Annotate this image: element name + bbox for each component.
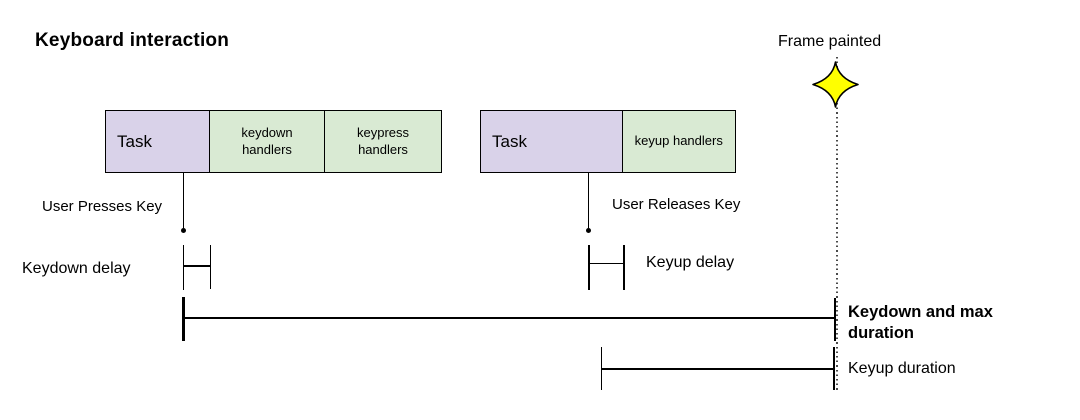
keydown-handlers-segment: keydown handlers — [208, 110, 326, 173]
keyup-delay-left-tick — [588, 245, 590, 290]
task-segment: Task — [105, 110, 210, 173]
keydown-event-arrow-line — [182, 172, 184, 228]
user-releases-key-label: User Releases Key — [612, 196, 741, 213]
keyup-delay-label: Keyup delay — [646, 254, 735, 271]
keyup-delay-right-tick — [623, 245, 625, 290]
keyup-task-bar: Task keyup handlers — [480, 110, 736, 173]
four-point-star-icon — [812, 61, 859, 108]
keyup-duration-span-line — [601, 368, 834, 370]
keydown-and-max-duration-label: Keydown and max duration — [848, 303, 993, 342]
keydown-event-arrow-dot — [180, 228, 186, 233]
frame-painted-label: Frame painted — [778, 33, 882, 50]
keyup-duration-label: Keyup duration — [848, 360, 956, 377]
task-label: Task — [492, 131, 527, 151]
keydown-duration-span-line — [183, 316, 835, 319]
keypress-handlers-label: keypress handlers — [356, 124, 410, 157]
keydown-task-bar: Task keydown handlers keypress handlers — [105, 110, 443, 173]
keydown-handlers-label: keydown handlers — [241, 124, 293, 157]
keyup-event-arrow-dot — [585, 228, 591, 233]
keydown-delay-left-tick — [182, 245, 184, 290]
task-label: Task — [117, 131, 152, 151]
keydown-duration-left-tick — [182, 297, 185, 341]
user-presses-key-label: User Presses Key — [42, 198, 163, 215]
keyup-event-arrow-line — [587, 172, 589, 228]
keyup-handlers-label: keyup handlers — [634, 133, 723, 149]
keyup-delay-span-line — [588, 262, 624, 264]
page-title: Keyboard interaction — [35, 30, 230, 51]
keydown-delay-span-line — [183, 265, 210, 267]
keypress-handlers-segment: keypress handlers — [324, 110, 442, 173]
keydown-delay-right-tick — [209, 245, 211, 289]
task-segment: Task — [480, 110, 623, 173]
keydown-duration-right-tick — [833, 298, 836, 341]
frame-painted-dotted-line — [836, 57, 838, 393]
keyup-handlers-segment: keyup handlers — [621, 110, 736, 173]
keydown-delay-label: Keydown delay — [22, 260, 131, 277]
keyup-duration-right-tick — [833, 347, 835, 390]
